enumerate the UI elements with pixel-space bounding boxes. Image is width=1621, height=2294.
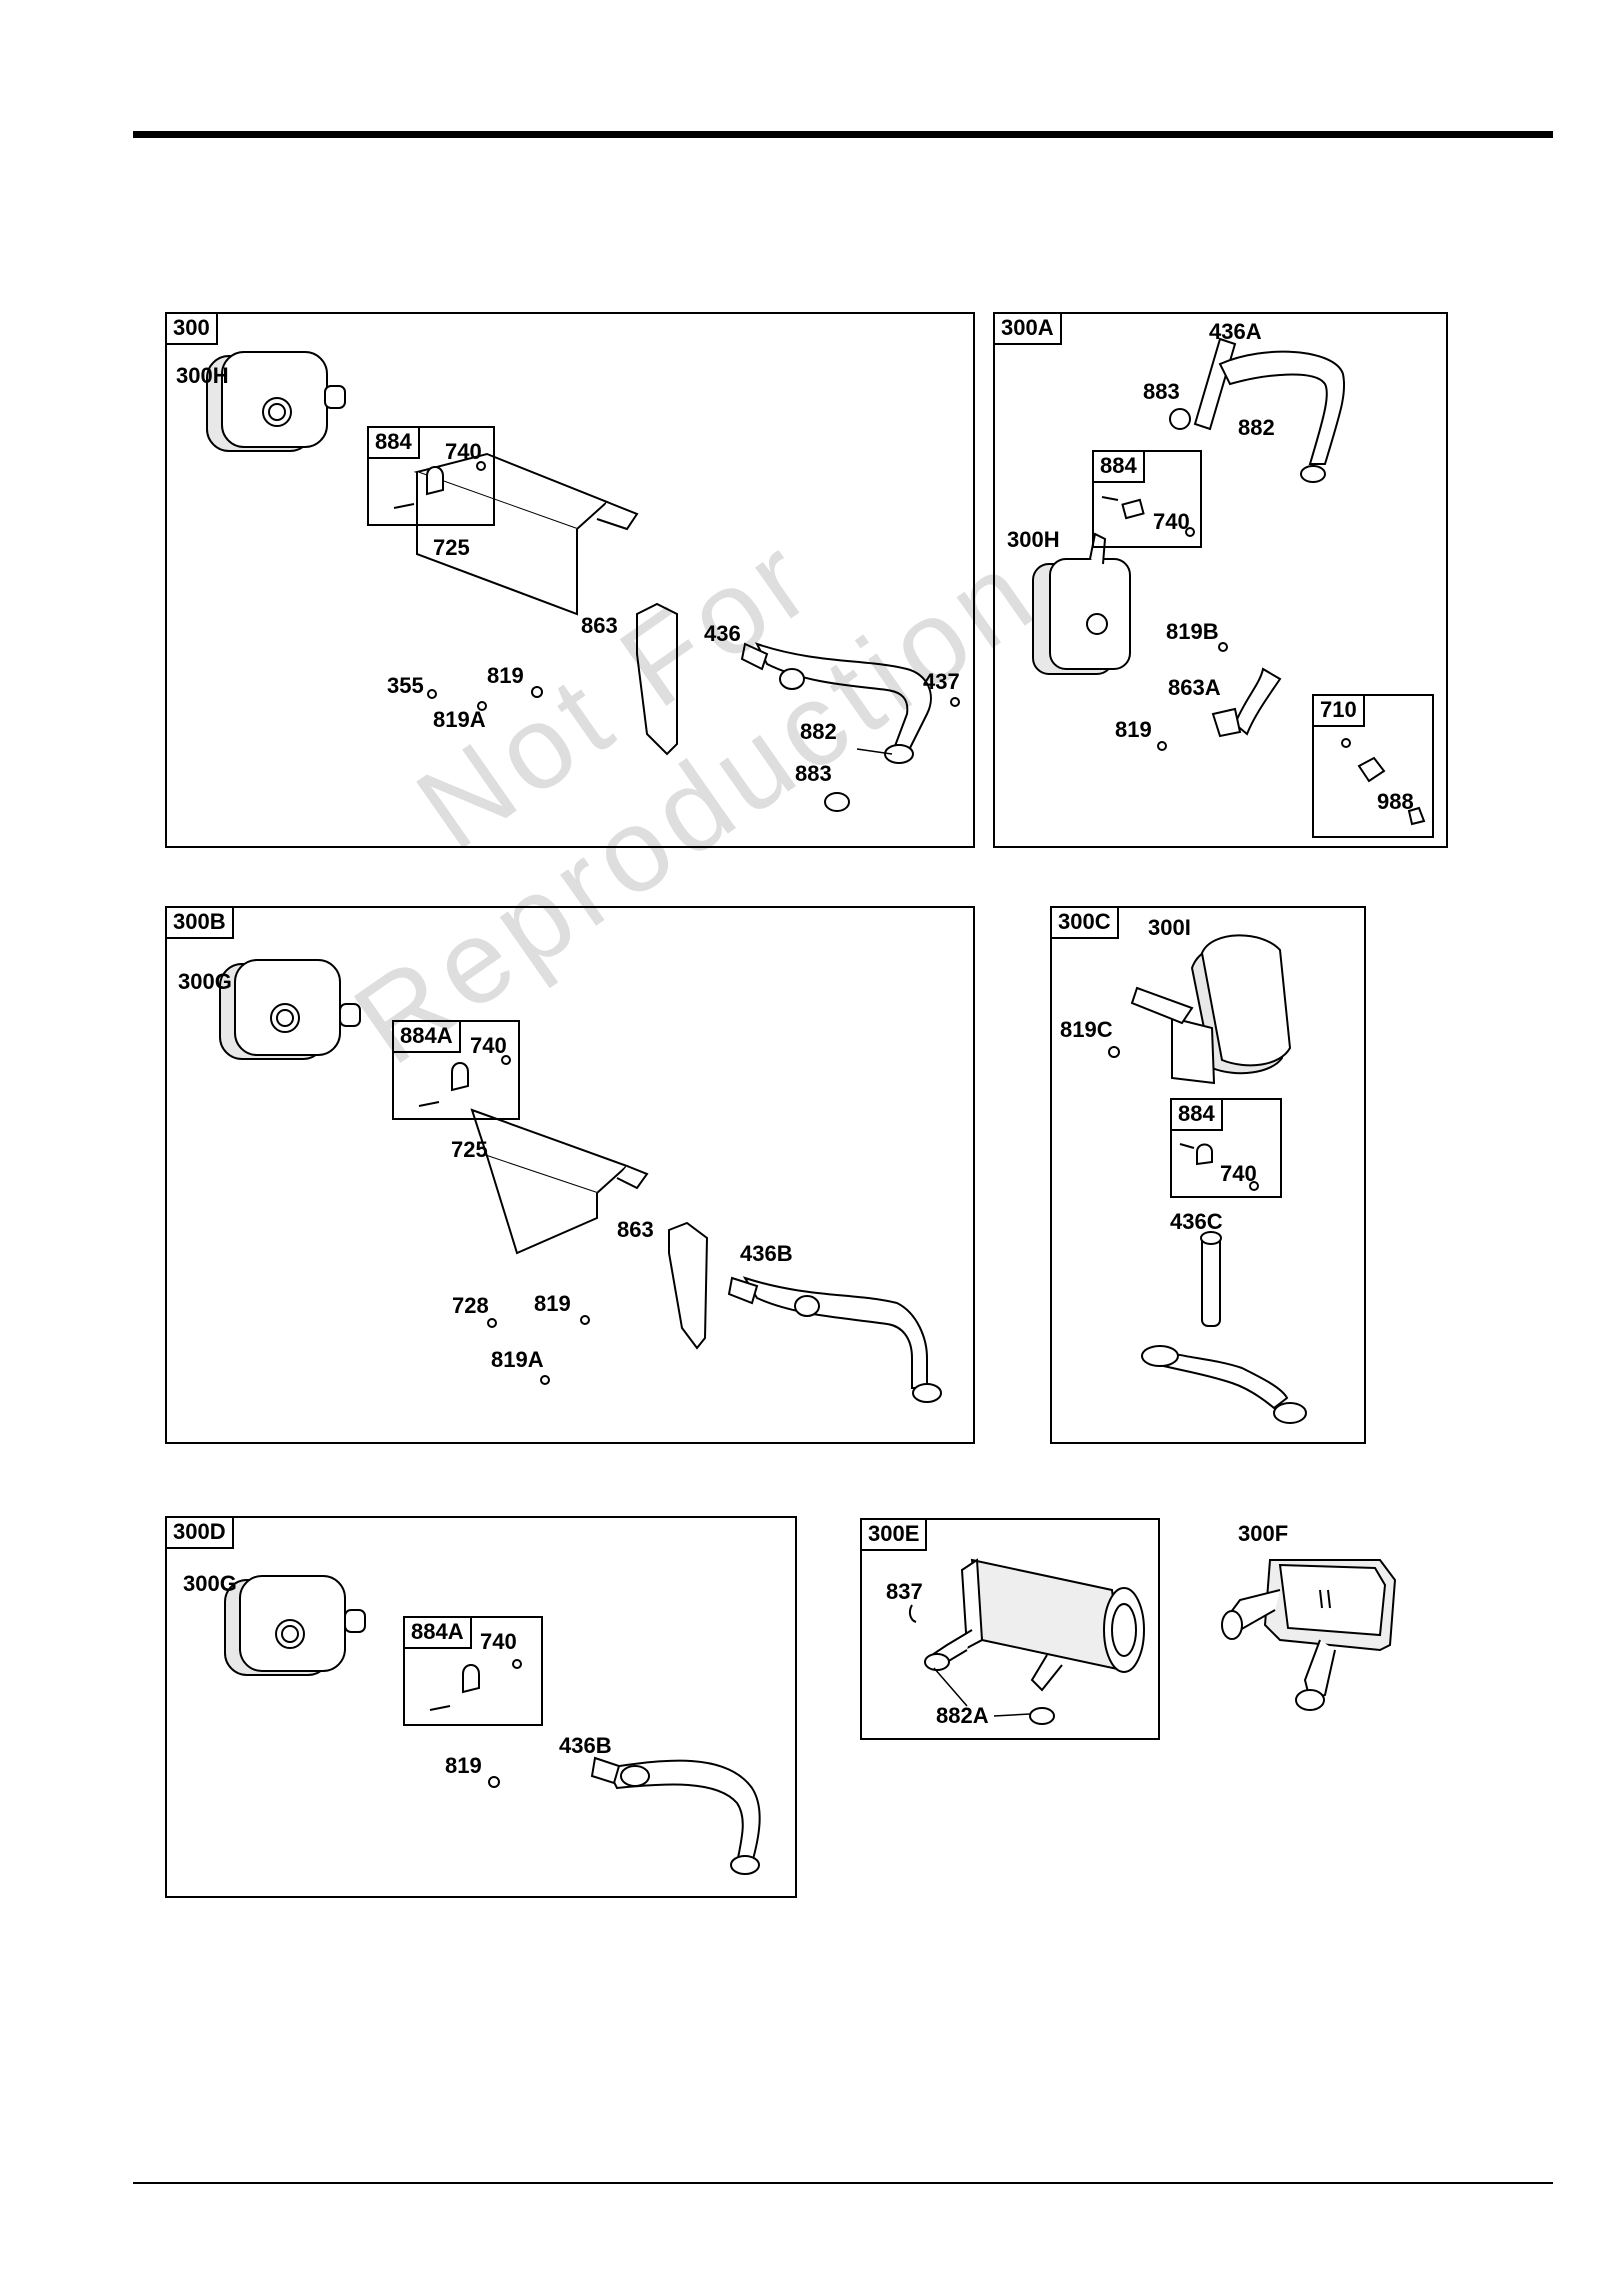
label-740: 740 [1153, 510, 1190, 534]
label-863: 863 [581, 614, 618, 638]
gasket-drawing [1314, 696, 1436, 840]
label-300h: 300H [176, 364, 229, 388]
label-988: 988 [1377, 790, 1414, 814]
label-883: 883 [1143, 380, 1180, 404]
label-725: 725 [433, 536, 470, 560]
label-300f: 300F [1238, 1522, 1288, 1546]
label-436c: 436C [1170, 1210, 1223, 1234]
label-740: 740 [470, 1034, 507, 1058]
label-728: 728 [452, 1294, 489, 1318]
footer-rule [133, 2182, 1553, 2184]
panel-300d: 300D 884A 300G 740 436B 819 [165, 1516, 797, 1898]
label-437: 437 [923, 670, 960, 694]
panel-300: 300 884 [165, 312, 975, 848]
label-883: 883 [795, 762, 832, 786]
muffler-300f-drawing [1210, 1530, 1410, 1720]
label-819c: 819C [1060, 1018, 1113, 1042]
label-819: 819 [445, 1754, 482, 1778]
label-740: 740 [445, 440, 482, 464]
muffler-drawing [167, 314, 977, 850]
label-300g: 300G [178, 970, 232, 994]
label-355: 355 [387, 674, 424, 698]
label-725: 725 [451, 1138, 488, 1162]
label-740: 740 [480, 1630, 517, 1654]
label-819a: 819A [433, 708, 486, 732]
label-300h: 300H [1007, 528, 1060, 552]
label-819: 819 [534, 1292, 571, 1316]
muffler-drawing [167, 908, 977, 1446]
label-819a: 819A [491, 1348, 544, 1372]
label-882: 882 [800, 720, 837, 744]
label-740: 740 [1220, 1162, 1257, 1186]
label-436b: 436B [740, 1242, 793, 1266]
label-819: 819 [487, 664, 524, 688]
label-863: 863 [617, 1218, 654, 1242]
panel-300b: 300B 884A 300G 740 [165, 906, 975, 1444]
label-882a: 882A [936, 1704, 989, 1728]
sub-box-710: 710 [1312, 694, 1434, 838]
clamp-drawing [1094, 452, 1204, 550]
label-837: 837 [886, 1580, 923, 1604]
label-882: 882 [1238, 416, 1275, 440]
label-863a: 863A [1168, 676, 1221, 700]
panel-300e: 300E 837 882A [860, 1518, 1160, 1740]
clamp-drawing [405, 1618, 545, 1728]
panel-300a: 300A 884 710 [993, 312, 1448, 848]
label-436a: 436A [1209, 320, 1262, 344]
label-300i: 300I [1148, 916, 1191, 940]
label-436: 436 [704, 622, 741, 646]
sub-box-884a: 884A [403, 1616, 543, 1726]
label-819: 819 [1115, 718, 1152, 742]
label-300g: 300G [183, 1572, 237, 1596]
muffler-drawing [862, 1520, 1162, 1742]
header-rule [133, 131, 1553, 138]
label-819b: 819B [1166, 620, 1219, 644]
label-436b: 436B [559, 1734, 612, 1758]
panel-300c: 300C 884 300I 819C 740 436C [1050, 906, 1366, 1444]
